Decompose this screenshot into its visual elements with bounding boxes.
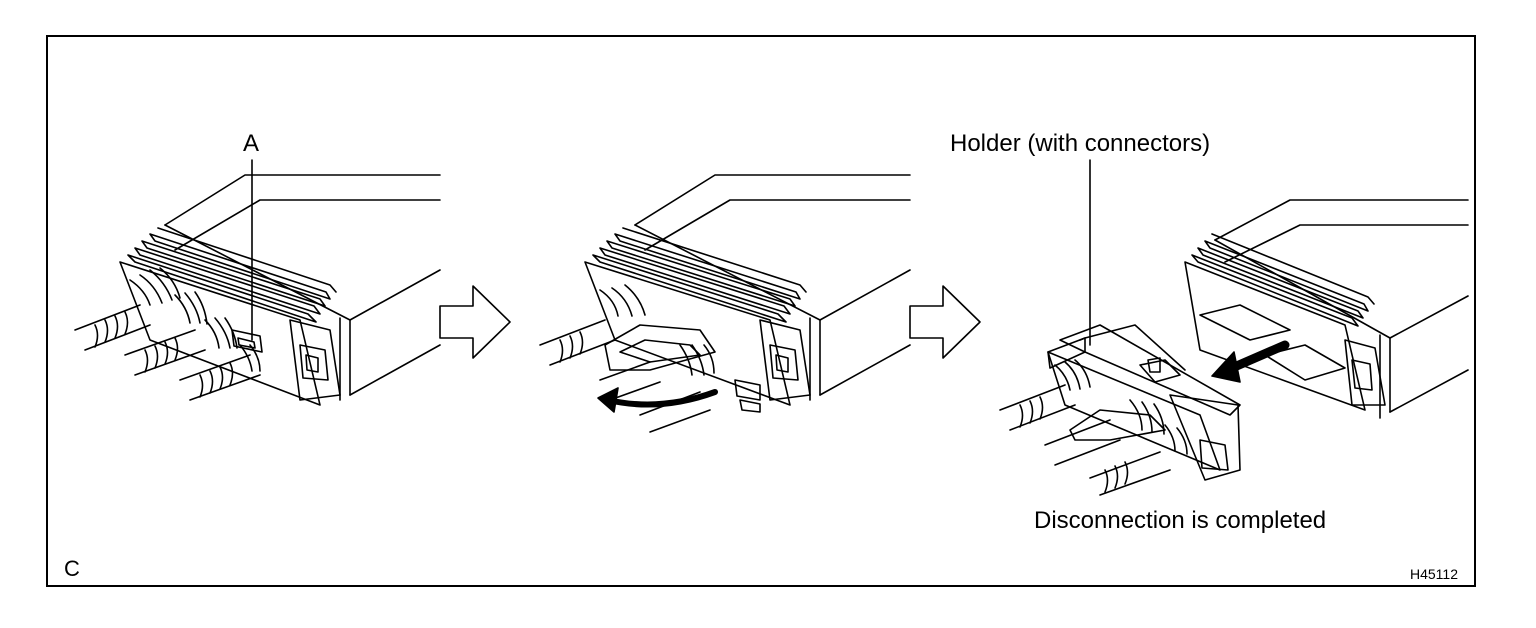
- ecu-with-lever-released-icon: [539, 174, 911, 433]
- completion-caption: Disconnection is completed: [1034, 507, 1327, 534]
- label-a: A: [243, 130, 260, 157]
- figure-code: H45112: [1410, 566, 1459, 582]
- figure-frame: [46, 35, 1476, 587]
- corner-letter: C: [64, 556, 80, 581]
- next-step-arrow-icon: [439, 285, 511, 359]
- next-step-arrow-icon: [909, 285, 981, 359]
- holder-label: Holder (with connectors): [950, 130, 1211, 157]
- ecu-with-holder-removed-icon: [999, 159, 1469, 496]
- ecu-with-connector-locked-icon: [74, 159, 441, 406]
